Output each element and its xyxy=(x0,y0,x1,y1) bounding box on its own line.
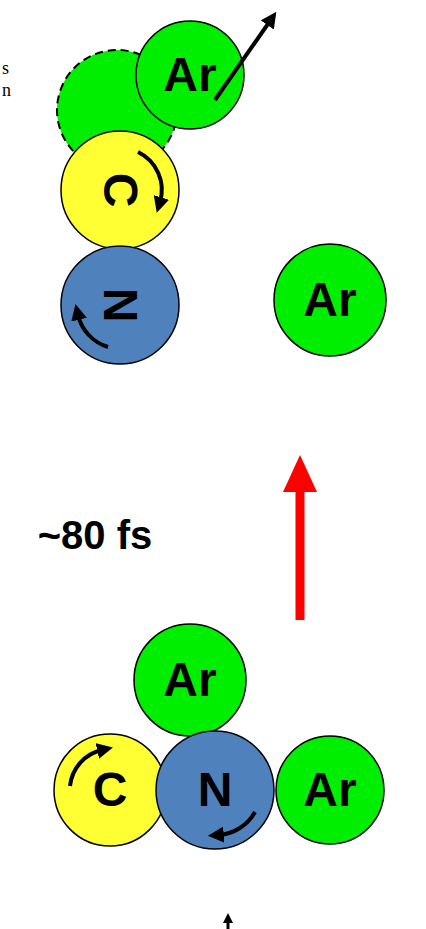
text-fragment: n xyxy=(2,80,11,101)
atom-outline xyxy=(61,246,179,364)
atom-symbol: C xyxy=(96,173,144,208)
motion-arrow xyxy=(219,812,255,835)
atom-circle: N xyxy=(155,730,275,850)
atom-symbol: C xyxy=(93,766,128,814)
motion-arrow xyxy=(215,21,270,100)
atom-label-wrap: N xyxy=(60,245,180,365)
atom-symbol: Ar xyxy=(163,656,216,704)
motion-arrow xyxy=(227,922,230,929)
atom-circle: Ar xyxy=(275,735,385,845)
atom-outline xyxy=(276,736,384,844)
motion-arrow-head xyxy=(223,913,233,923)
atom-circle: Ar xyxy=(135,20,245,130)
text-fragment: s xyxy=(2,58,9,79)
atom-label-wrap: Ar xyxy=(275,735,385,845)
atom-circle: C xyxy=(53,733,167,847)
time-arrow xyxy=(296,490,305,620)
atom-symbol: Ar xyxy=(163,51,216,99)
atom-label-wrap: Ar xyxy=(135,20,245,130)
atom-circle: Ar xyxy=(133,623,247,737)
atom-circle: C xyxy=(60,130,180,250)
atom-label-wrap: C xyxy=(53,733,167,847)
atom-outline xyxy=(156,731,274,849)
atom-outline xyxy=(134,624,246,736)
atom-label-wrap: Ar xyxy=(133,623,247,737)
atom-circle: N xyxy=(60,245,180,365)
atom-symbol: N xyxy=(96,288,144,323)
atom-symbol: N xyxy=(198,766,233,814)
atom-symbol: Ar xyxy=(303,276,356,324)
atom-symbol: Ar xyxy=(303,766,356,814)
atom-label-wrap: C xyxy=(60,130,180,250)
atom-outline xyxy=(61,131,179,249)
time-label: ~80 fs xyxy=(38,513,153,558)
time-arrow-head xyxy=(283,455,317,492)
atom-outline xyxy=(54,734,166,846)
atom-label-wrap: Ar xyxy=(273,243,387,357)
atom-outline xyxy=(274,244,386,356)
atom-circle: Ar xyxy=(273,243,387,357)
atom-outline xyxy=(136,21,244,129)
atom-label-wrap: N xyxy=(155,730,275,850)
